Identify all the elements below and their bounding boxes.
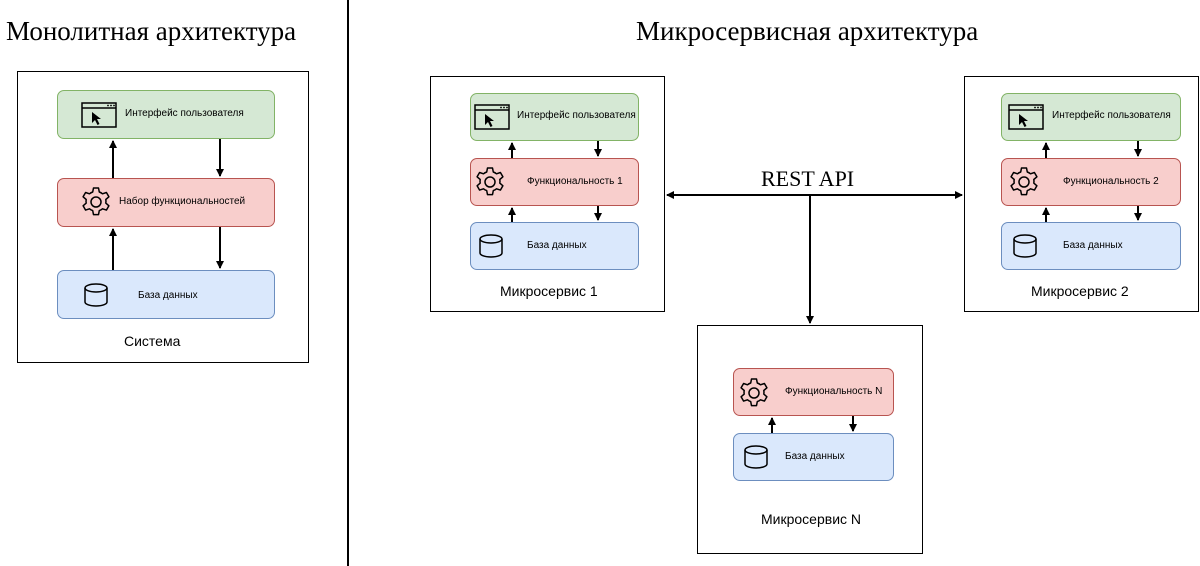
- monolith-db-block: [57, 270, 275, 319]
- section-divider: [347, 0, 349, 566]
- msn-db-label: База данных: [785, 451, 845, 462]
- monolith-feature-block: [57, 178, 275, 227]
- gear-icon: [1008, 166, 1040, 198]
- ms2-ui-label: Интерфейс пользователя: [1052, 110, 1171, 121]
- database-icon: [1012, 233, 1038, 259]
- msn-func-label: Функциональность N: [785, 386, 883, 397]
- microservice-1-caption: Микросервис 1: [500, 283, 598, 299]
- system-caption: Система: [124, 333, 181, 349]
- ms1-db-label: База данных: [527, 240, 587, 251]
- browser-window-icon: [1008, 104, 1044, 130]
- microservice-n-caption: Микросервис N: [761, 511, 862, 527]
- msn-db-block: [733, 433, 894, 481]
- ms2-func-block: [1001, 158, 1181, 206]
- gear-icon: [474, 166, 506, 198]
- database-icon: [478, 233, 504, 259]
- ms1-db-block: [470, 222, 639, 270]
- ms1-func-block: [470, 158, 639, 206]
- msn-func-block: [733, 368, 894, 416]
- monolith-title: Монолитная архитектура: [6, 16, 297, 46]
- database-icon: [83, 282, 109, 308]
- monolith-ui-label: Интерфейс пользователя: [125, 108, 244, 119]
- ms1-ui-label: Интерфейс пользователя: [517, 110, 636, 121]
- gear-icon: [738, 377, 770, 409]
- ms2-func-label: Функциональность 2: [1063, 176, 1159, 187]
- microservice-2-caption: Микросервис 2: [1031, 283, 1129, 299]
- gear-icon: [80, 186, 112, 218]
- browser-window-icon: [81, 102, 117, 128]
- ms2-ui-block: [1001, 93, 1181, 141]
- database-icon: [743, 444, 769, 470]
- browser-window-icon: [474, 104, 510, 130]
- monolith-feature-label: Набор функциональностей: [119, 196, 246, 207]
- ms2-db-label: База данных: [1063, 240, 1123, 251]
- ms2-db-block: [1001, 222, 1181, 270]
- ms1-ui-block: [470, 93, 639, 141]
- monolith-db-label: База данных: [138, 290, 198, 301]
- microservice-title: Микросервисная архитектура: [636, 16, 979, 46]
- rest-api-label: REST API: [761, 166, 855, 191]
- ms1-func-label: Функциональность 1: [527, 176, 623, 187]
